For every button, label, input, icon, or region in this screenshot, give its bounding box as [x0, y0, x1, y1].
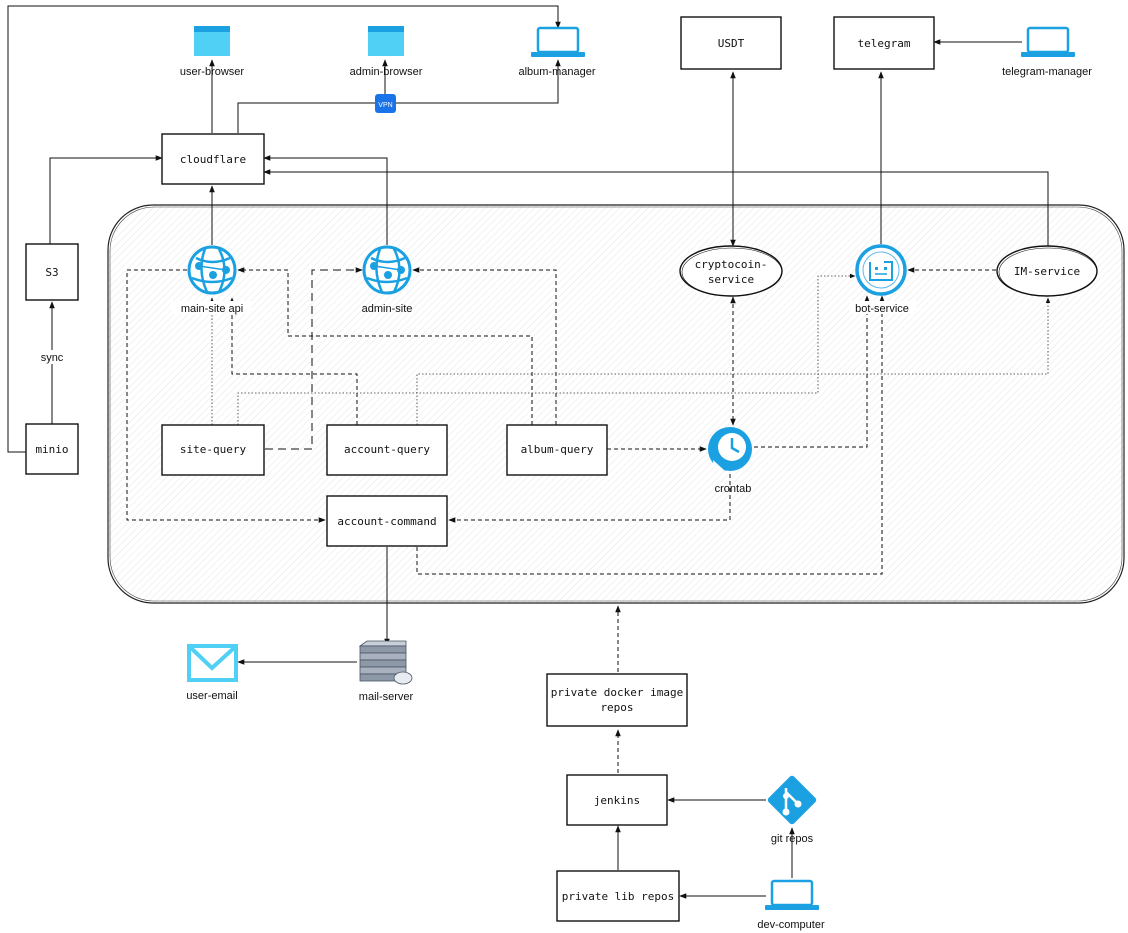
mail-server-label: mail-server: [359, 691, 414, 703]
edge-command-bot: [416, 295, 885, 575]
edge-accountquery-im: [416, 297, 1051, 425]
node-album-manager[interactable]: album-manager: [518, 26, 596, 78]
browser-window-icon: [194, 26, 230, 56]
lib-repos-label: private lib repos: [562, 890, 675, 903]
node-bot-service[interactable]: bot-service: [850, 244, 916, 315]
edge-im-cloudflare: [263, 169, 1049, 248]
dashed-edges: [126, 267, 996, 773]
dotted-edges: [209, 273, 1051, 425]
edge-cloudflare-vpn: [237, 102, 375, 133]
edge-sitequery-adminsite: [265, 267, 363, 450]
laptop-icon: [531, 26, 585, 57]
node-user-browser[interactable]: user-browser: [180, 26, 245, 78]
docker-repo-label-line2: repos: [600, 701, 633, 714]
server-icon: [358, 640, 413, 685]
user-browser-label: user-browser: [180, 66, 245, 78]
site-query-label: site-query: [180, 443, 247, 456]
cryptocoin-label-line2: service: [708, 273, 754, 286]
edge-mainapi-command: [126, 269, 326, 523]
s3-label: S3: [45, 266, 58, 279]
edge-album-mainapi: [237, 267, 533, 425]
edge-label-sync: sync: [36, 350, 68, 364]
edge-crontab-bot: [754, 295, 870, 448]
git-icon: [767, 775, 817, 825]
cloudflare-label: cloudflare: [180, 153, 246, 166]
cryptocoin-label-line1: cryptocoin-: [695, 258, 768, 271]
envelope-icon: [187, 644, 238, 682]
edge-crontab-command: [448, 474, 731, 523]
node-admin-browser[interactable]: admin-browser: [350, 26, 423, 78]
docker-repo-label-line1: private docker image: [551, 686, 683, 699]
jenkins-label: jenkins: [594, 794, 640, 807]
git-repos-label: git repos: [771, 833, 814, 845]
node-telegram[interactable]: telegram: [833, 16, 935, 70]
node-cryptocoin-service[interactable]: cryptocoin- service: [679, 245, 783, 297]
node-telegram-manager[interactable]: telegram-manager: [1002, 26, 1092, 78]
node-git-repos[interactable]: git repos: [767, 775, 818, 845]
edge-adminsite-cloudflare: [263, 155, 388, 245]
laptop-icon: [765, 879, 819, 910]
edge-s3-cloudflare: [49, 155, 163, 244]
edge-sitequery-bot: [237, 273, 856, 425]
admin-browser-label: admin-browser: [350, 66, 423, 78]
clock-icon: [708, 427, 752, 471]
node-admin-site[interactable]: admin-site: [362, 245, 413, 315]
node-album-query[interactable]: album-query: [506, 424, 608, 476]
backend-cluster: [107, 204, 1125, 604]
account-command-label: account-command: [337, 515, 436, 528]
edges: [7, 5, 1049, 899]
telegram-label: telegram: [858, 37, 911, 50]
node-minio[interactable]: minio: [25, 423, 79, 475]
node-main-site-api[interactable]: main-site api: [171, 245, 251, 315]
edge-accountquery-mainapi: [229, 297, 358, 425]
dev-computer-label: dev-computer: [757, 919, 825, 931]
admin-site-label: admin-site: [362, 303, 413, 315]
im-service-label: IM-service: [1014, 265, 1080, 278]
node-account-query[interactable]: account-query: [326, 424, 448, 476]
node-usdt[interactable]: USDT: [680, 16, 782, 70]
album-manager-label: album-manager: [518, 66, 595, 78]
node-s3[interactable]: S3: [25, 243, 79, 301]
usdt-label: USDT: [718, 37, 745, 50]
bot-service-label: bot-service: [855, 303, 909, 315]
album-query-label: album-query: [521, 443, 594, 456]
node-dev-computer[interactable]: dev-computer: [757, 879, 825, 931]
sync-label: sync: [41, 352, 64, 364]
globe-network-icon: [187, 245, 237, 295]
node-crontab[interactable]: crontab: [708, 427, 752, 495]
laptop-icon: [1021, 26, 1075, 57]
browser-window-icon: [368, 26, 404, 56]
node-im-service[interactable]: IM-service: [996, 245, 1098, 297]
node-jenkins[interactable]: jenkins: [566, 774, 668, 826]
node-site-query[interactable]: site-query: [161, 424, 265, 476]
node-vpn[interactable]: VPN: [375, 94, 396, 113]
main-site-api-label: main-site api: [181, 303, 243, 315]
telegram-manager-label: telegram-manager: [1002, 66, 1092, 78]
node-cloudflare[interactable]: cloudflare: [161, 133, 265, 185]
node-docker-repos[interactable]: private docker image repos: [546, 673, 688, 727]
minio-label: minio: [35, 443, 68, 456]
bot-icon: [855, 244, 907, 296]
node-lib-repos[interactable]: private lib repos: [556, 870, 680, 922]
edge-vpn-albummanager: [396, 59, 561, 104]
node-user-email[interactable]: user-email: [186, 644, 238, 702]
edge-album-adminsite: [412, 267, 557, 425]
account-query-label: account-query: [344, 443, 430, 456]
node-account-command[interactable]: account-command: [326, 495, 448, 547]
globe-network-icon: [362, 245, 412, 295]
crontab-label: crontab: [715, 483, 752, 495]
user-email-label: user-email: [186, 690, 237, 702]
vpn-label: VPN: [378, 102, 392, 109]
edge-minio-loop: [7, 5, 561, 453]
node-mail-server[interactable]: mail-server: [358, 640, 414, 703]
